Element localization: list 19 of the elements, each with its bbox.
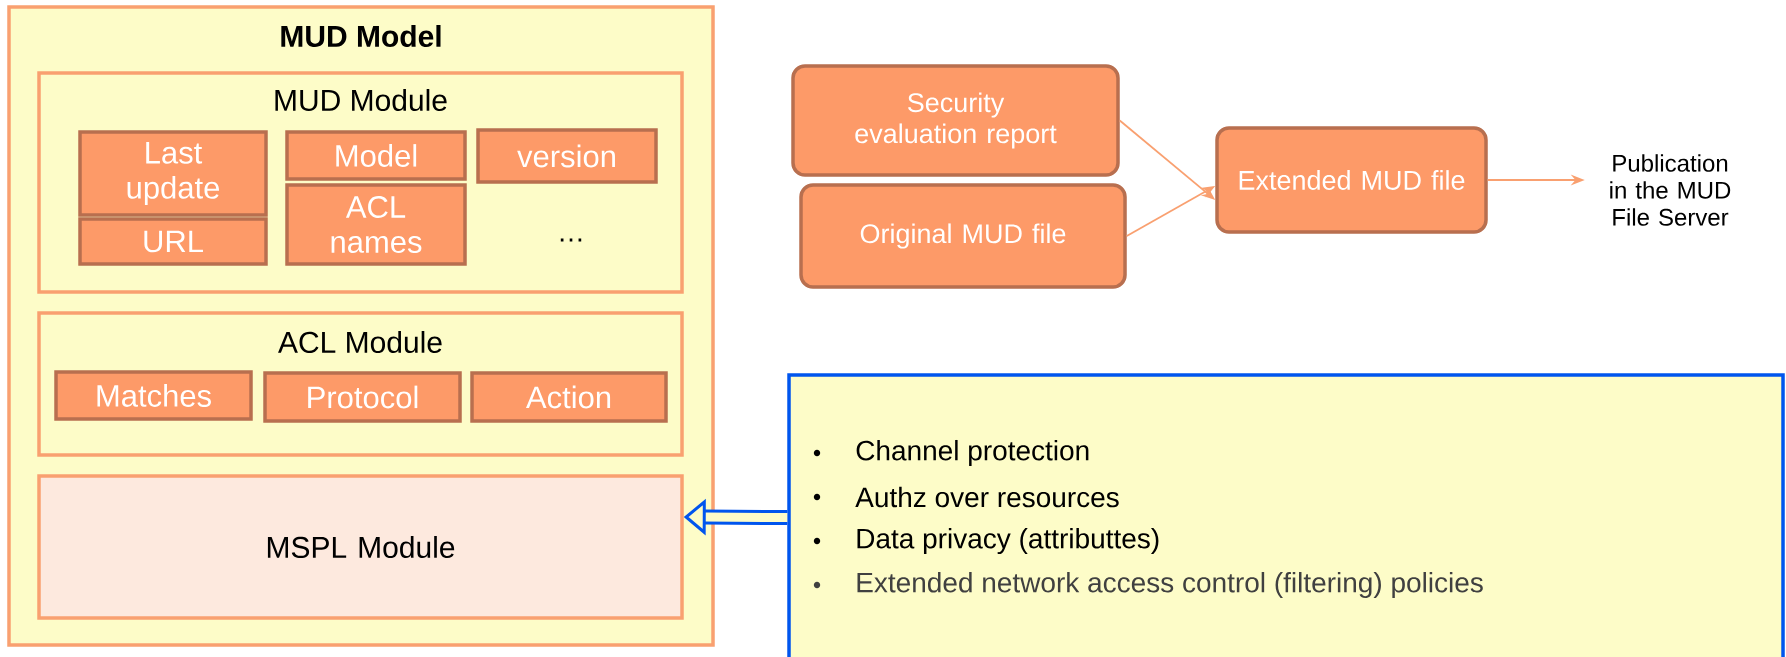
field-box: ACL names — [285, 183, 467, 266]
list-item: Extended network access control (filtering) policies — [857, 571, 1483, 599]
module-box: MSPL Module — [37, 474, 684, 620]
field-box: Action — [470, 371, 668, 423]
list-item: Channel protection — [856, 439, 1089, 467]
process-box: Original MUD file — [799, 183, 1127, 289]
output-text: Publication in the MUD File Server — [1610, 154, 1731, 226]
field-box: Last update — [78, 130, 268, 217]
field-box: Protocol — [263, 371, 462, 423]
field-box: URL — [78, 217, 268, 266]
process-box: Security evaluation report — [791, 64, 1120, 177]
process-box: Extended MUD file — [1215, 126, 1488, 234]
field-box: Matches — [54, 370, 253, 421]
field-box: version — [476, 128, 658, 184]
list-item: Data privacy (attributtes) — [857, 527, 1159, 555]
list-item: Authz over resources — [855, 486, 1119, 508]
note-box — [787, 373, 1785, 657]
field-box: Model — [285, 130, 467, 181]
ellipsis-label: … — [560, 238, 582, 242]
